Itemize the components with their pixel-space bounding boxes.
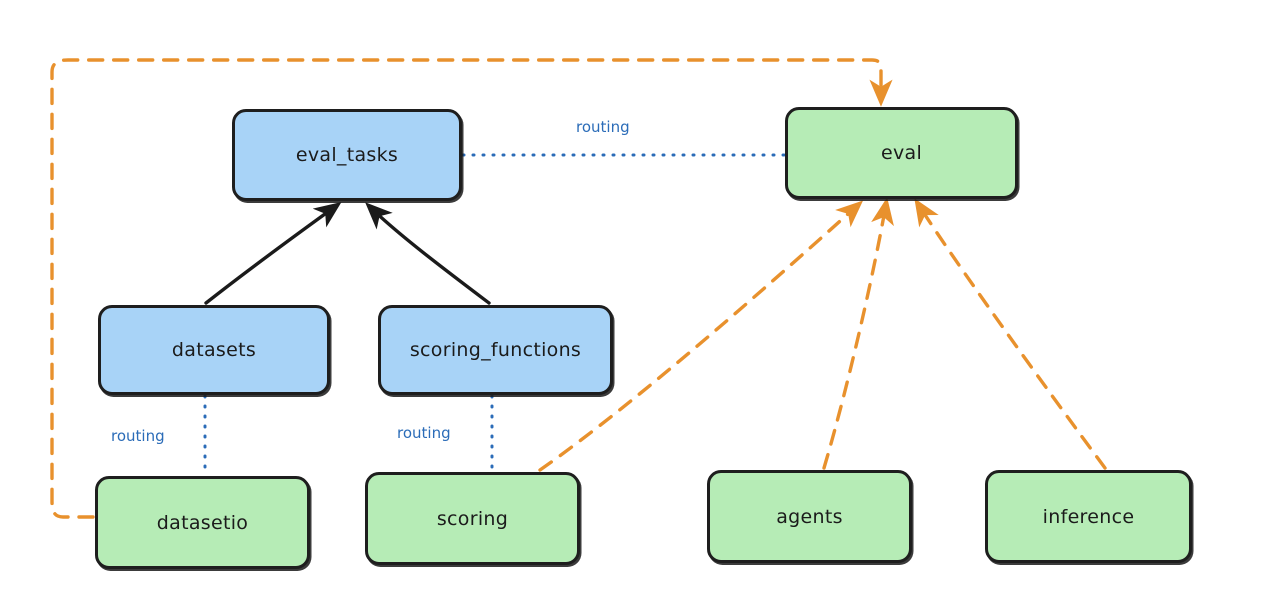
edge-agents-eval [822,197,894,470]
node-label-scoring_functions: scoring_functions [409,339,582,361]
edge-scoring-eval [538,200,864,472]
node-scoring[interactable]: scoring [365,472,580,565]
node-label-datasetio: datasetio [156,511,249,534]
node-label-eval_tasks: eval_tasks [295,144,399,166]
edge-label-routing-scoring_functions-scoring: routing [397,424,451,442]
node-agents[interactable]: agents [707,470,912,563]
node-label-inference: inference [1042,505,1135,528]
node-inference[interactable]: inference [985,470,1192,563]
edge-label-routing-eval_tasks-eval: routing [576,118,630,136]
node-datasetio[interactable]: datasetio [95,476,310,569]
edge-scoring_functions-eval_tasks [365,202,491,305]
node-eval[interactable]: eval [785,107,1018,199]
node-label-datasets: datasets [171,339,257,361]
node-label-agents: agents [776,505,843,528]
node-datasets[interactable]: datasets [98,305,330,395]
node-label-eval: eval [880,142,923,164]
edge-inference-eval [914,198,1107,470]
edge-datasets-eval_tasks [204,202,342,305]
node-scoring_functions[interactable]: scoring_functions [378,305,613,395]
node-label-scoring: scoring [436,507,509,530]
edge-datasetio-eval [50,58,893,519]
edge-label-routing-datasets-datasetio: routing [111,427,165,445]
node-eval_tasks[interactable]: eval_tasks [232,109,462,201]
